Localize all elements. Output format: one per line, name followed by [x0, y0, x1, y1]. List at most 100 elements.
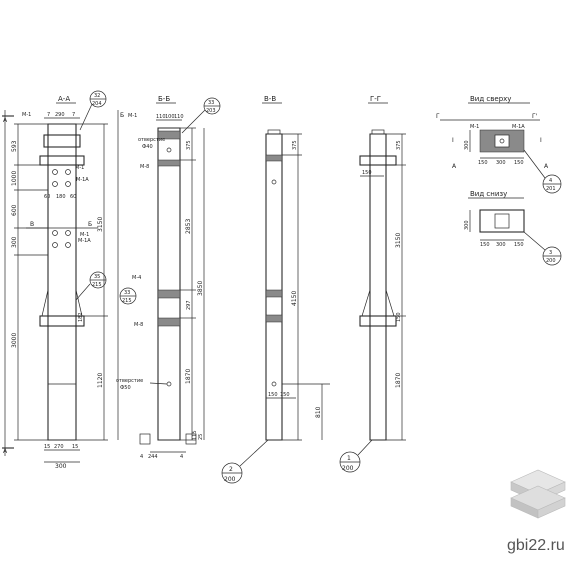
dim-7-left: 7 — [47, 112, 50, 118]
callout-201-top: 201 — [546, 186, 556, 192]
section-mark-a-bottom: А — [3, 448, 8, 455]
dim-297: 297 — [186, 300, 192, 310]
callout-203: 203 — [206, 108, 216, 114]
dim-115: 115 — [192, 430, 198, 440]
callout-200-gg: 200 — [342, 465, 354, 472]
dim-600: 600 — [11, 204, 18, 216]
dim-300-bottom: 300 — [55, 463, 67, 470]
dim-15-right: 15 — [72, 444, 78, 450]
callout-32: 32 — [94, 93, 100, 99]
callout-200-bottom: 200 — [546, 258, 556, 264]
dim-182: 182 — [78, 312, 84, 322]
mark-a-top-view-left: А — [452, 163, 457, 170]
callout-204: 204 — [92, 101, 102, 107]
label-m1-mid: М-1 — [75, 165, 84, 171]
dim-3150-gg: 3150 — [395, 233, 402, 248]
watermark-logo — [510, 469, 566, 519]
view-aa: А-А А А 593 1000 600 — [2, 90, 108, 470]
dim-150-top-right: 150 — [514, 160, 524, 166]
view-top: Вид сверху Г Г' М-1 М-1А I I 300 150 300… — [436, 95, 562, 194]
dim-150-gg-top: 150 — [362, 170, 372, 176]
dim-60-right: 60 — [70, 194, 76, 200]
view-bb-title: Б-Б — [158, 95, 170, 103]
view-aa-title: А-А — [58, 95, 70, 103]
dim-150-gg: 150 — [396, 312, 402, 322]
callout-200-vv: 200 — [224, 476, 236, 483]
view-bottom-title: Вид снизу — [470, 190, 507, 198]
dim-100: 100 — [165, 114, 175, 120]
dim-150-top-left: 150 — [478, 160, 488, 166]
hole-d50: Ф50 — [120, 385, 131, 391]
callout-2: 2 — [229, 466, 233, 473]
mark-i-right: I — [540, 137, 542, 144]
mark-a-top-view-right: А — [544, 163, 549, 170]
label-m1a-upper: М-1А — [76, 177, 89, 183]
label-m1-low: М-1 — [80, 232, 89, 238]
dim-593: 593 — [11, 140, 18, 152]
dim-150-vv-left: 150 — [268, 392, 278, 398]
callout-33-top: 33 — [208, 100, 214, 106]
dim-300-bottom-view: 300 — [464, 220, 470, 230]
dim-300-top-mid: 300 — [496, 160, 506, 166]
label-m8-upper: М-8 — [140, 164, 149, 170]
label-m1-top-view: М-1 — [470, 124, 479, 130]
dim-110-right: 110 — [174, 114, 184, 120]
mark-g-left: Г — [436, 113, 440, 120]
dim-150-bottom-left: 150 — [480, 242, 490, 248]
callout-215: 215 — [92, 282, 102, 288]
view-bottom: Вид снизу 300 150 300 150 3 200 — [464, 190, 562, 266]
hole-title-bottom: отверстие — [116, 378, 143, 384]
dim-3000: 3000 — [11, 333, 18, 348]
label-m1-bb: М-1 — [128, 113, 137, 119]
callout-35: 35 — [94, 274, 100, 280]
dim-4-right: 4 — [180, 454, 183, 460]
dim-3150: 3150 — [97, 217, 104, 232]
dim-375-bb: 375 — [186, 140, 192, 150]
dim-2853: 2853 — [185, 219, 192, 234]
dim-150-bottom-right: 150 — [514, 242, 524, 248]
dim-4150: 4150 — [291, 291, 298, 306]
section-mark-b: Б — [88, 221, 92, 228]
section-mark-v: В — [30, 221, 34, 228]
dim-1870-bb: 1870 — [185, 369, 192, 384]
dim-1000: 1000 — [11, 171, 18, 186]
dim-244: 244 — [148, 454, 158, 460]
callout-33-mid: 33 — [124, 290, 130, 296]
dim-300-bottom-mid: 300 — [496, 242, 506, 248]
dim-270: 270 — [54, 444, 64, 450]
label-m8-lower: М-8 — [134, 322, 143, 328]
label-m1a-lower: М-1А — [78, 238, 91, 244]
callout-4: 4 — [549, 178, 552, 184]
dim-7-right: 7 — [72, 112, 75, 118]
dim-1120: 1120 — [97, 373, 104, 388]
view-gg-title: Г-Г — [370, 95, 381, 103]
mark-gprime-right: Г' — [532, 113, 538, 120]
callout-3: 3 — [549, 250, 552, 256]
dim-375-gg: 375 — [396, 140, 402, 150]
view-vv: В-В 375 4150 810 150 150 2 200 — [221, 95, 330, 484]
view-gg: Г-Г 375 3150 150 1870 150 1 200 — [339, 95, 406, 473]
section-mark-a-top: А — [3, 117, 8, 124]
callout-1: 1 — [347, 455, 351, 462]
dim-375-vv: 375 — [292, 140, 298, 150]
dim-300-top-view: 300 — [464, 140, 470, 150]
dim-810: 810 — [315, 406, 322, 418]
dim-60-left: 60 — [44, 194, 50, 200]
hole-title-top: отверстие — [138, 137, 165, 143]
hole-d40: Ф40 — [142, 144, 153, 150]
label-m1a-top-view: М-1А — [512, 124, 525, 130]
dim-4-left: 4 — [140, 454, 143, 460]
section-mark-b-top: Б — [120, 112, 124, 119]
label-m1-top: М-1 — [22, 112, 31, 118]
dim-25: 25 — [198, 434, 204, 440]
callout-215-bb: 215 — [122, 298, 132, 304]
dim-180: 180 — [56, 194, 66, 200]
mark-i-left: I — [452, 137, 454, 144]
label-m4: М-4 — [132, 275, 141, 281]
view-bb: Б-Б Б М-1 отверстие Ф40 М-8 М-4 М-8 отве… — [116, 95, 221, 460]
watermark-text: gbi22.ru — [507, 537, 565, 554]
dim-150-vv-right: 150 — [280, 392, 290, 398]
dim-110-left: 110 — [156, 114, 166, 120]
